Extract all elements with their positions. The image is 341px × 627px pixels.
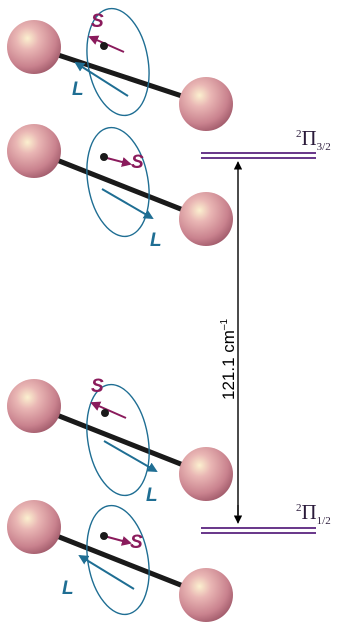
orbital-label: L [150,230,162,251]
energy-gap-label: 121.1 cm–1 [219,319,238,400]
atom-right [179,447,233,501]
atom-right [179,192,233,246]
upper-term-label: 2Π3/2 [296,126,331,153]
molecule-3: S L [7,376,233,506]
electron-dot [100,42,108,50]
orbital-label: L [72,79,84,100]
atom-right [179,568,233,622]
electron-dot [101,409,109,417]
bond [34,47,206,104]
electron-dot [100,532,108,540]
spin-label: S [91,376,104,397]
spin-label: S [130,532,143,553]
electron-dot [100,153,108,161]
orbital-label: L [62,578,74,599]
atom-left [7,500,61,554]
lower-level: 2Π1/2 [201,500,331,533]
spin-label: S [131,152,144,173]
lower-term-label: 2Π1/2 [296,500,331,527]
atom-left [7,20,61,74]
molecule-2: S L [7,123,233,251]
molecule-1: S L [7,4,233,131]
atom-left [7,124,61,178]
orbital-label: L [146,485,158,506]
spin-vector [104,536,130,543]
molecule-4: S L [7,500,233,622]
atom-left [7,379,61,433]
bond [34,527,206,595]
spin-label: S [91,11,104,32]
upper-level: 2Π3/2 [201,126,331,158]
atom-right [179,77,233,131]
spin-vector [92,403,126,418]
